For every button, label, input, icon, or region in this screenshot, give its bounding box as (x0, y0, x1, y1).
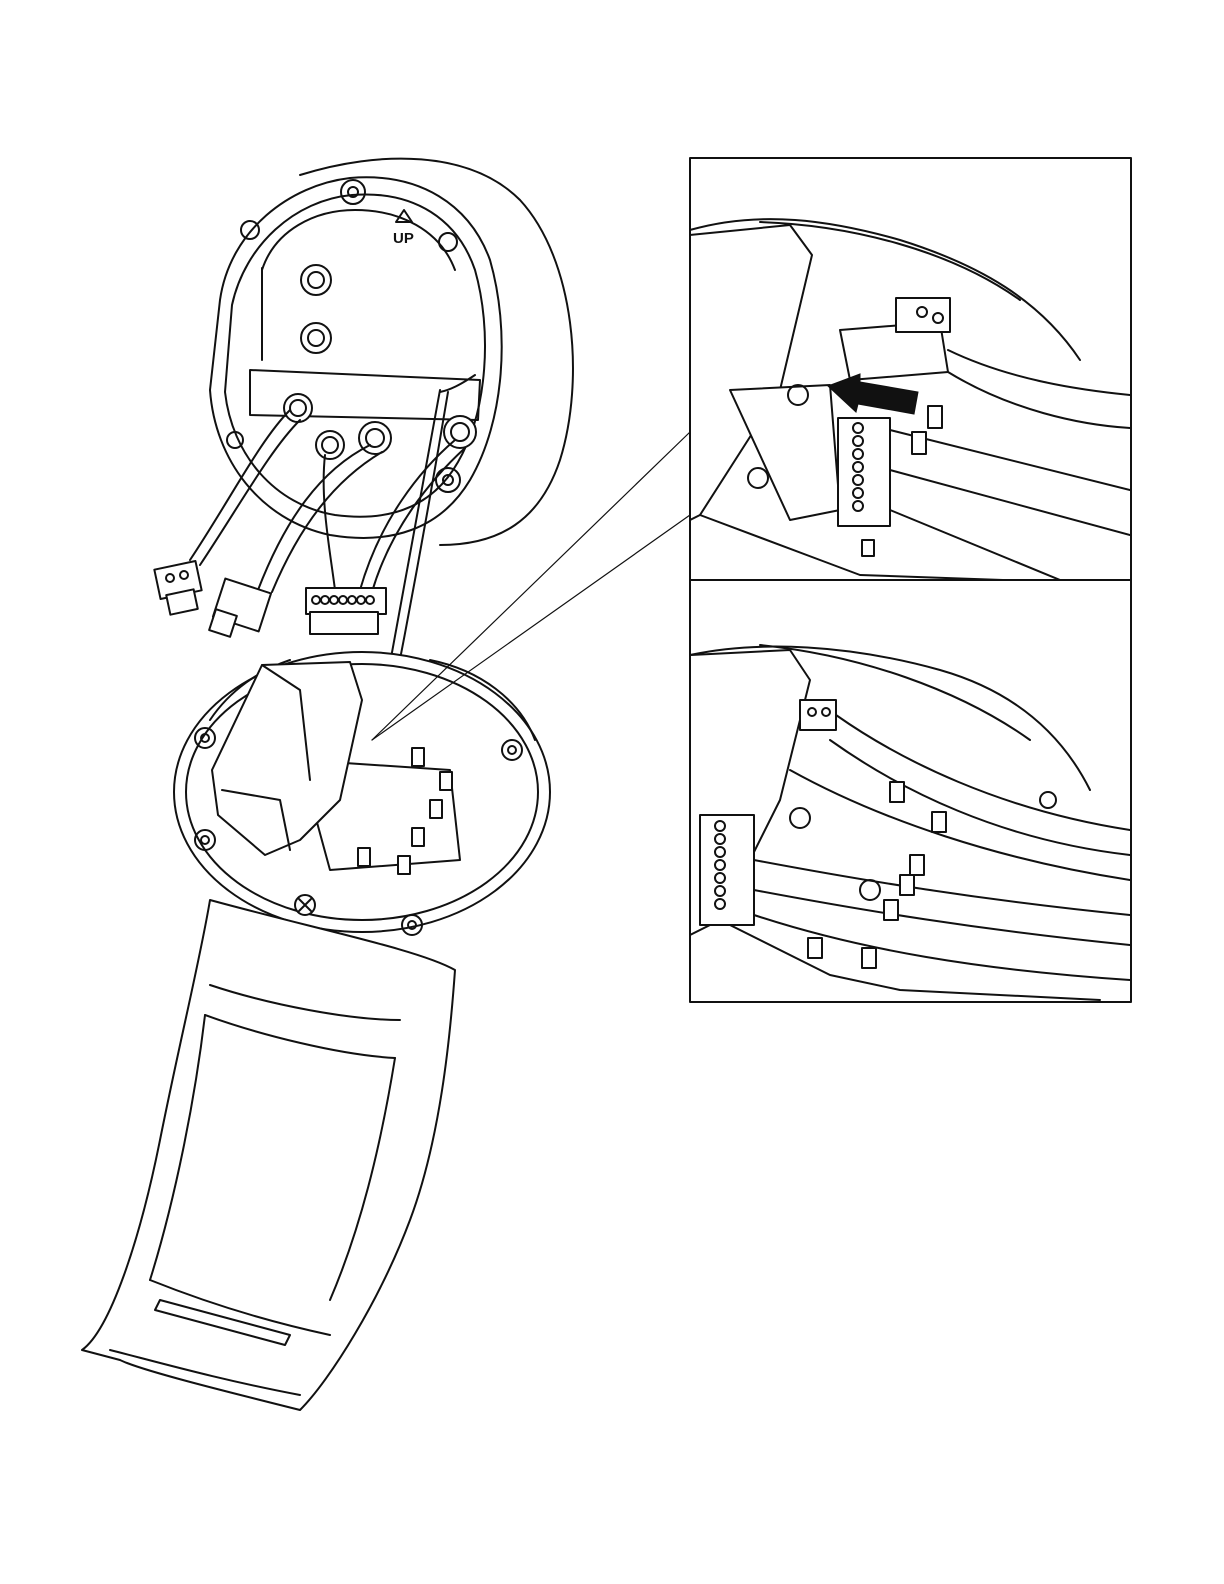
inset-bottom (690, 580, 1131, 1002)
camera-body (82, 900, 455, 1410)
inset-top (690, 158, 1131, 582)
loose-connectors (154, 561, 386, 637)
mount-plate (174, 652, 550, 935)
up-label: UP (393, 230, 414, 247)
back-box: UP (210, 159, 573, 545)
